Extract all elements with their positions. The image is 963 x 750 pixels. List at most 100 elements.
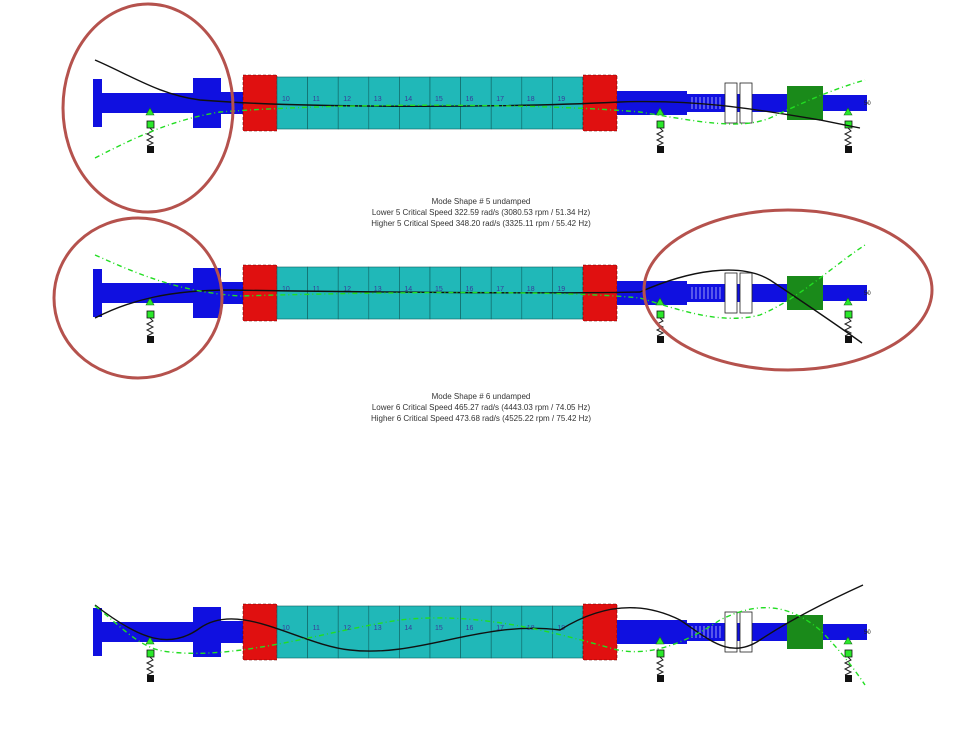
left-shaft-neck	[221, 282, 243, 304]
bearing-triangle	[843, 107, 853, 116]
bearing-node	[146, 120, 155, 129]
mode-shape-curve	[94, 59, 861, 129]
mode-5-caption: Mode Shape # 5 undamped Lower 5 Critical…	[281, 196, 681, 229]
station-label: 10	[282, 96, 290, 103]
bearing-spring	[145, 656, 155, 676]
station-label: 15	[435, 96, 443, 103]
bearing-triangle	[843, 297, 853, 306]
station-label: 18	[527, 286, 535, 293]
left-bearing-block	[242, 603, 278, 661]
ground-block	[657, 146, 664, 153]
station-label: 13	[374, 96, 382, 103]
ground-block	[147, 146, 154, 153]
bearing-node	[656, 649, 665, 658]
rotor-segment	[429, 605, 461, 659]
support-mid	[655, 636, 665, 682]
rotor-segment	[307, 266, 339, 320]
bearing-triangle	[655, 636, 665, 645]
rotor-segment	[460, 76, 492, 130]
station-label: 12	[343, 96, 351, 103]
disc-left	[724, 272, 738, 314]
mode-6-caption: Mode Shape # 6 undamped Lower 6 Critical…	[281, 391, 681, 424]
left-shaft-section	[102, 93, 194, 113]
right-bearing-block	[582, 603, 618, 661]
station-label: 17	[496, 625, 504, 632]
left-flange	[93, 79, 102, 127]
bearing-spring	[843, 317, 853, 337]
station-label: 17	[496, 96, 504, 103]
rotor-segment	[307, 76, 339, 130]
ground-block	[657, 675, 664, 682]
mode-5-higher-speed: Higher 5 Critical Speed 348.20 rad/s (33…	[371, 219, 591, 228]
left-flange	[93, 608, 102, 656]
right-stub-shaft	[823, 624, 867, 640]
bearing-node	[844, 310, 853, 319]
rotor-segment	[276, 266, 308, 320]
bearing-node	[146, 649, 155, 658]
bearing-node	[844, 649, 853, 658]
ground-block	[845, 675, 852, 682]
ground-block	[845, 146, 852, 153]
left-shaft-neck	[221, 621, 243, 643]
bearing-triangle	[655, 297, 665, 306]
station-label: 11	[313, 286, 320, 293]
right-stub-shaft	[823, 285, 867, 301]
station-label: 15	[435, 286, 443, 293]
station-label: 13	[374, 286, 382, 293]
disc-right	[739, 82, 753, 124]
support-left	[145, 297, 155, 343]
highlight-circle-3	[642, 208, 934, 372]
station-label: 16	[466, 625, 474, 632]
left-bearing-block	[242, 264, 278, 322]
station-label: 12	[343, 625, 351, 632]
left-shaft-section	[102, 622, 194, 642]
station-label: 15	[435, 625, 443, 632]
disc-left	[724, 82, 738, 124]
left-collar	[193, 268, 221, 318]
station-label: 19	[557, 286, 565, 293]
bearing-spring	[145, 317, 155, 337]
right-shaft-section	[617, 620, 687, 644]
left-collar	[193, 78, 221, 128]
station-label: 10	[282, 286, 290, 293]
reference-curve	[94, 79, 866, 159]
station-label: 10	[282, 625, 290, 632]
end-label: 50	[864, 101, 871, 107]
disc-left	[724, 611, 738, 653]
bearing-node	[656, 310, 665, 319]
end-label: 50	[864, 291, 871, 297]
bearing-spring	[655, 127, 665, 147]
ground-block	[147, 336, 154, 343]
station-label: 14	[404, 625, 412, 632]
rotor-segment	[337, 76, 370, 130]
support-mid	[655, 297, 665, 343]
rotor-segment	[552, 76, 584, 130]
station-label: 12	[343, 286, 351, 293]
rotor-segment	[399, 605, 431, 659]
left-flange	[93, 269, 102, 317]
rotor-segment	[276, 605, 308, 659]
mode-6-title: Mode Shape # 6 undamped	[431, 392, 531, 401]
station-label: 14	[404, 286, 412, 293]
rotor-segment	[521, 76, 553, 130]
disc-right	[739, 272, 753, 314]
disc-right	[739, 611, 753, 653]
reference-curve	[94, 244, 866, 319]
bearing-triangle	[145, 297, 155, 306]
mode-shape-curve	[94, 584, 864, 652]
rotor-segment	[552, 605, 584, 659]
coupling-block	[787, 276, 823, 310]
ground-block	[147, 675, 154, 682]
left-collar	[193, 607, 221, 657]
rotor-segment	[276, 76, 308, 130]
mode-6-lower-speed: Lower 6 Critical Speed 465.27 rad/s (444…	[371, 403, 591, 412]
support-right	[843, 636, 853, 682]
highlight-circle-2	[52, 216, 224, 380]
rotor-segment	[490, 76, 523, 130]
left-shaft-section	[102, 283, 194, 303]
station-label: 13	[374, 625, 382, 632]
support-left	[145, 636, 155, 682]
